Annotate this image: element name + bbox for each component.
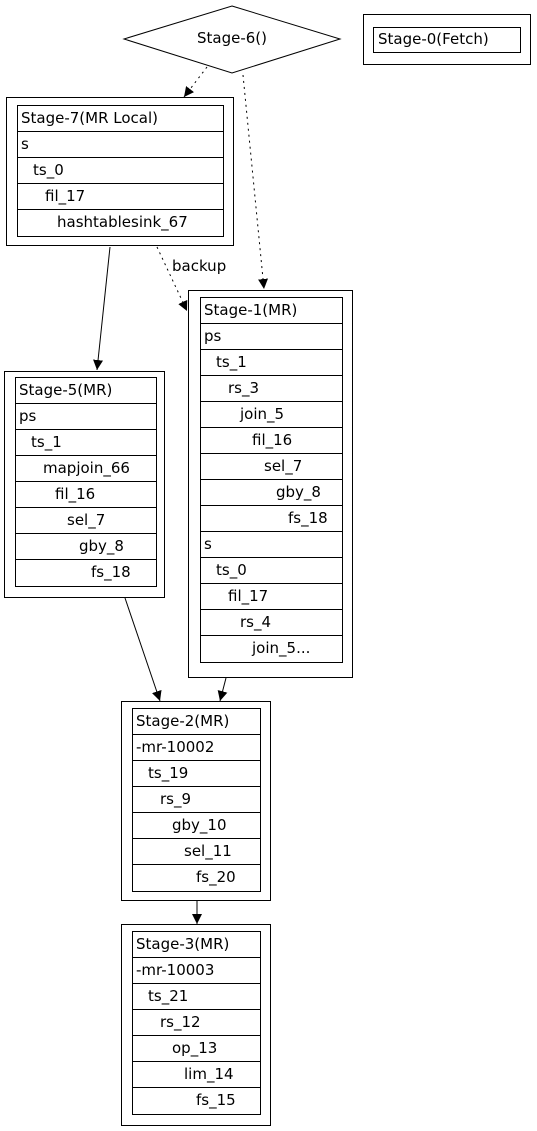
stage1-operator-row: ts_1 — [201, 350, 342, 376]
stage3-operator-row: -mr-10003 — [133, 958, 260, 984]
stage7-title: Stage-7(MR Local) — [18, 106, 223, 132]
stage2-operator-row: gby_10 — [133, 813, 260, 839]
stage0-node[interactable]: Stage-0(Fetch) — [363, 14, 531, 65]
edge-stage7-stage5 — [93, 246, 111, 371]
stage5-operator-row: ts_1 — [16, 430, 156, 456]
stage7-operator-row: s — [18, 132, 223, 158]
stage1-operator-row: fil_16 — [201, 428, 342, 454]
stage3-operator-row: lim_14 — [133, 1062, 260, 1088]
stage1-operator-row: join_5 — [201, 402, 342, 428]
edge-stage6-stage1 — [242, 74, 268, 290]
stage2-operator-row: sel_11 — [133, 839, 260, 865]
stage3-operator-row: fs_15 — [196, 1091, 236, 1109]
stage1-operator-row: sel_7 — [201, 454, 342, 480]
stage0-label: Stage-0(Fetch) — [373, 27, 521, 53]
stage7-operator-row: fil_17 — [18, 184, 223, 210]
stage1-title: Stage-1(MR) — [201, 298, 342, 324]
edge-stage1-stage2 — [217, 677, 228, 702]
stage1-operator-row: s — [201, 532, 342, 558]
stage1-operator-row: rs_4 — [201, 610, 342, 636]
stage6-diamond[interactable] — [122, 5, 342, 74]
stage2-title: Stage-2(MR) — [133, 709, 260, 735]
stage2-operator-row: rs_9 — [133, 787, 260, 813]
stage1-operator-row: fs_18 — [201, 506, 342, 532]
stage1-operator-row: fil_17 — [201, 584, 342, 610]
stage1-operator-row: rs_3 — [201, 376, 342, 402]
stage1-operator-row: ps — [201, 324, 342, 350]
stage2-operator-row: fs_20 — [196, 868, 236, 886]
stage5-operator-row: fs_18 — [91, 563, 131, 581]
stage7-operator-row: ts_0 — [18, 158, 223, 184]
stage3-operator-row: ts_21 — [133, 984, 260, 1010]
stage3-operator-row: op_13 — [133, 1036, 260, 1062]
edge-label-backup: backup — [172, 257, 227, 275]
stage2-operator-row: -mr-10002 — [133, 735, 260, 761]
stage5-title: Stage-5(MR) — [16, 378, 156, 404]
stage1-operator-row: ts_0 — [201, 558, 342, 584]
stage3-title: Stage-3(MR) — [133, 932, 260, 958]
stage1-operator-row: gby_8 — [201, 480, 342, 506]
stage3-operator-row: rs_12 — [133, 1010, 260, 1036]
edge-stage5-stage2 — [124, 597, 162, 702]
stage5-operator-row: gby_8 — [16, 534, 156, 560]
edge-stage6-stage7 — [183, 66, 208, 98]
stage5-operator-row: sel_7 — [16, 508, 156, 534]
stage2-operator-row: ts_19 — [133, 761, 260, 787]
stage5-operator-row: ps — [16, 404, 156, 430]
stage7-operator-row: hashtablesink_67 — [57, 213, 188, 231]
stage5-operator-row: fil_16 — [16, 482, 156, 508]
stage5-operator-row: mapjoin_66 — [16, 456, 156, 482]
stage1-operator-row: join_5... — [252, 639, 311, 657]
stage6-label: Stage-6() — [196, 29, 267, 47]
